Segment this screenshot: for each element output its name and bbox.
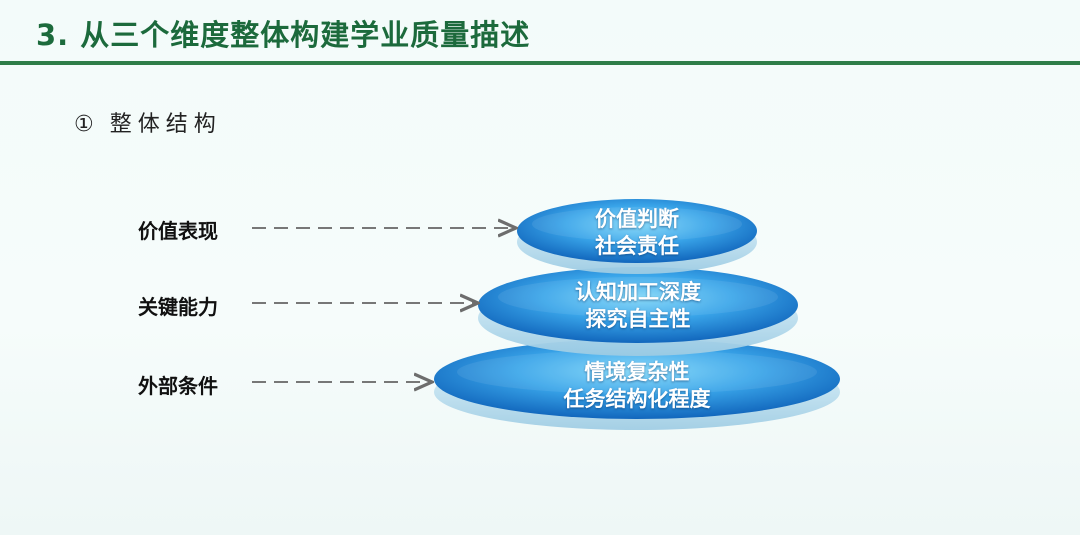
title-divider — [0, 61, 1080, 65]
label-key-ability: 关键能力 — [138, 295, 218, 319]
disc-top — [517, 199, 757, 274]
label-external-condition: 外部条件 — [138, 374, 218, 398]
disc-top-line1: 价值判断 — [595, 207, 679, 231]
section-text: 整体结构 — [109, 112, 222, 137]
disc-middle-text: 认知加工深度 探究自主性 — [518, 279, 758, 333]
disc-bottom — [434, 339, 840, 430]
disc-top-line2: 社会责任 — [595, 234, 679, 258]
disc-top-text: 价值判断 社会责任 — [537, 206, 737, 260]
section-number: ① — [74, 112, 94, 137]
disc-bottom-text: 情境复杂性 任务结构化程度 — [497, 359, 777, 413]
label-value-performance: 价值表现 — [138, 219, 218, 243]
slide-title: 3. 从三个维度整体构建学业质量描述 — [36, 18, 531, 52]
section-heading: ① 整体结构 — [74, 106, 222, 138]
disc-middle-line1: 认知加工深度 — [575, 280, 701, 304]
disc-middle-line2: 探究自主性 — [585, 307, 691, 331]
disc-middle — [478, 267, 798, 356]
disc-bottom-line1: 情境复杂性 — [584, 360, 690, 384]
disc-bottom-line2: 任务结构化程度 — [563, 387, 711, 411]
